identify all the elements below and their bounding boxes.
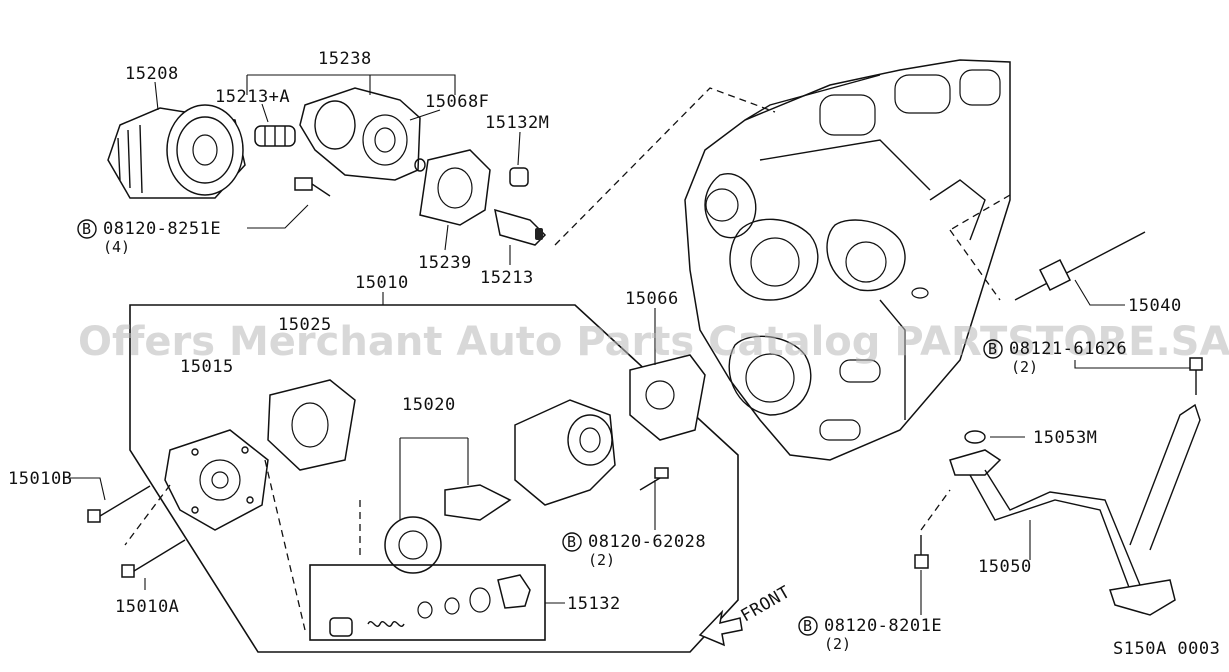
front-cover-gasket: [629, 308, 706, 441]
label-15025: 15025: [278, 315, 332, 335]
label-15132: 15132: [567, 594, 621, 614]
label-15208: 15208: [125, 64, 179, 84]
label-15066: 15066: [625, 289, 679, 309]
bolt-qty-8251: (4): [103, 238, 130, 256]
bolt-marker-8251: B: [82, 220, 91, 238]
bolt-marker-61626: B: [988, 340, 997, 358]
bolt-marker-62028: B: [567, 533, 576, 551]
bolt-marker-8201: B: [803, 617, 812, 635]
label-15132m: 15132M: [485, 113, 549, 133]
pickup-and-dipstick: [914, 229, 1203, 616]
bolt-qty-61626: (2): [1011, 358, 1038, 376]
engine-block: [684, 59, 1011, 461]
watermark-text: Offers Merchant Auto Parts Catalog PARTS…: [78, 319, 1229, 365]
label-15010: 15010: [355, 273, 409, 293]
label-15213: 15213: [480, 268, 534, 288]
bolt-part-8251: 08120-8251E: [103, 219, 221, 239]
bolt-qty-62028: (2): [588, 551, 615, 569]
label-15050: 15050: [978, 557, 1032, 577]
label-15213-a: 15213+A: [215, 87, 290, 107]
label-15020: 15020: [402, 395, 456, 415]
oil-pump-box: [68, 292, 739, 653]
oil-filter-assembly: [107, 87, 547, 246]
bolt-part-61626: 08121-61626: [1009, 339, 1127, 359]
bolt-part-8201: 08120-8201E: [824, 616, 942, 636]
part-labels: 15208 15238 15213+A 15068F 15132M 15239 …: [8, 49, 1182, 617]
label-15010a: 15010A: [115, 597, 179, 617]
bolt-qty-8201: (2): [824, 635, 851, 653]
label-15040: 15040: [1128, 296, 1182, 316]
front-arrow: FRONT: [698, 582, 794, 647]
label-15015: 15015: [180, 357, 234, 377]
label-15239: 15239: [418, 253, 472, 273]
front-label: FRONT: [738, 582, 794, 626]
bolt-part-62028: 08120-62028: [588, 532, 706, 552]
label-15068f: 15068F: [425, 92, 489, 112]
label-15238: 15238: [318, 49, 372, 69]
label-15010b: 15010B: [8, 469, 72, 489]
bolt-labels: B 08120-8251E (4) B 08120-62028 (2) B 08…: [77, 219, 1127, 653]
label-15053m: 15053M: [1033, 428, 1097, 448]
leader-lines-top: [154, 74, 776, 265]
reference-code: S150A 0003: [1113, 639, 1220, 659]
